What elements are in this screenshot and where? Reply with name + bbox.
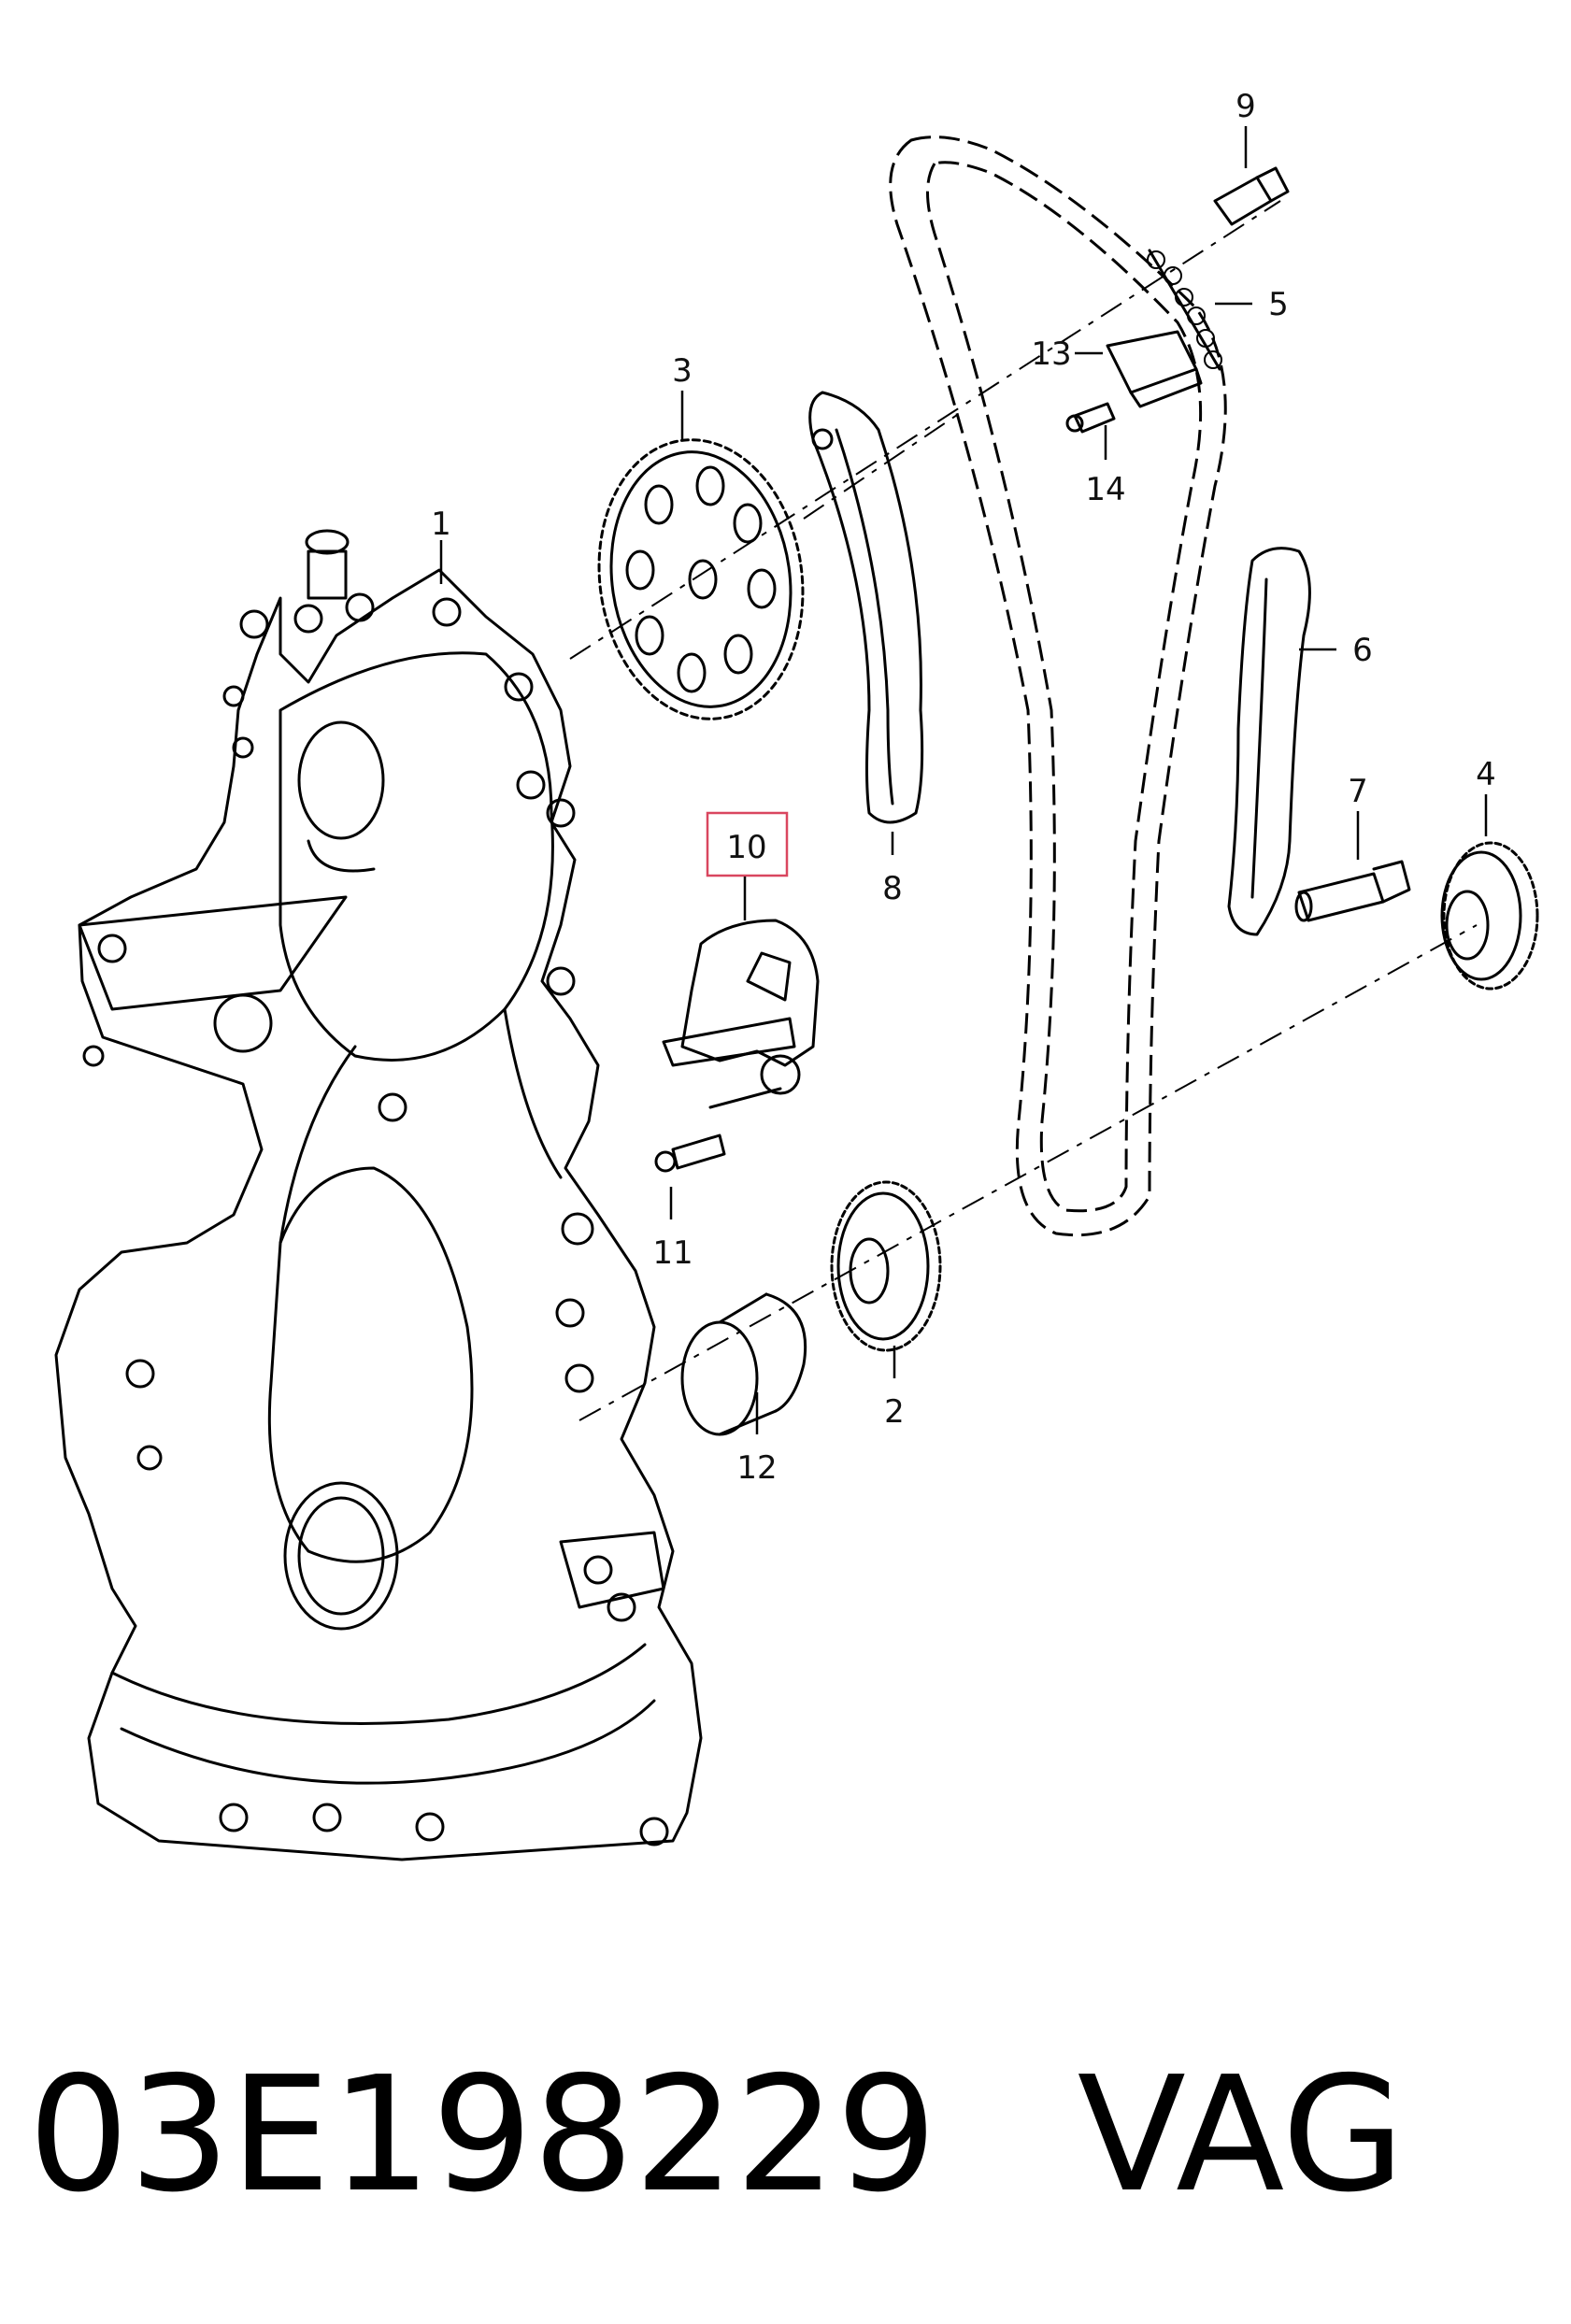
callout-5: 5	[1268, 286, 1289, 323]
brand-name: VAG	[1077, 2043, 1406, 2228]
callout-12: 12	[736, 1449, 777, 1487]
part-number: 03E198229	[28, 2043, 937, 2228]
callout-3: 3	[672, 352, 693, 390]
callout-2: 2	[884, 1393, 905, 1431]
chain-segment-part-5	[1147, 249, 1222, 371]
callout-labels: 1 2 3 4 5 6 7 8 9 10 11 12 13 14	[431, 88, 1496, 1487]
bolt-part-11	[654, 1133, 726, 1173]
timing-chain-loop	[889, 135, 1227, 1237]
assembly-axes	[569, 200, 1478, 1421]
callout-7: 7	[1348, 773, 1368, 810]
callout-leaders	[439, 126, 1488, 1434]
callout-8: 8	[882, 870, 903, 907]
chain-tensioner-part-10	[662, 919, 820, 1109]
callout-6: 6	[1352, 632, 1373, 669]
camshaft-sprocket-part-3	[597, 438, 805, 720]
callout-10-highlight	[706, 811, 789, 877]
tensioner-rail-part-8	[808, 391, 924, 824]
callout-14: 14	[1085, 471, 1125, 508]
guide-rail-part-6	[1227, 547, 1311, 936]
slide-part-13	[1106, 330, 1203, 408]
collar-part-12	[680, 1292, 807, 1436]
timing-cover-part-1	[54, 529, 703, 1861]
callout-1: 1	[431, 506, 451, 543]
callout-10: 10	[726, 829, 766, 866]
pin-part-7	[1294, 860, 1411, 922]
callout-11: 11	[652, 1234, 693, 1272]
callout-13: 13	[1031, 335, 1071, 373]
sprocket-part-4	[1440, 841, 1539, 991]
bolt-part-14	[1065, 402, 1116, 434]
crank-sprocket-part-2	[830, 1180, 942, 1352]
callout-4: 4	[1476, 756, 1496, 793]
part-caption: 03E198229 VAG	[28, 2028, 1542, 2243]
timing-chain-exploded-diagram: 1 2 3 4 5 6 7 8 9 10 11 12 13 14	[54, 88, 1539, 1861]
bolt-part-9	[1213, 166, 1290, 226]
callout-9: 9	[1235, 88, 1256, 125]
